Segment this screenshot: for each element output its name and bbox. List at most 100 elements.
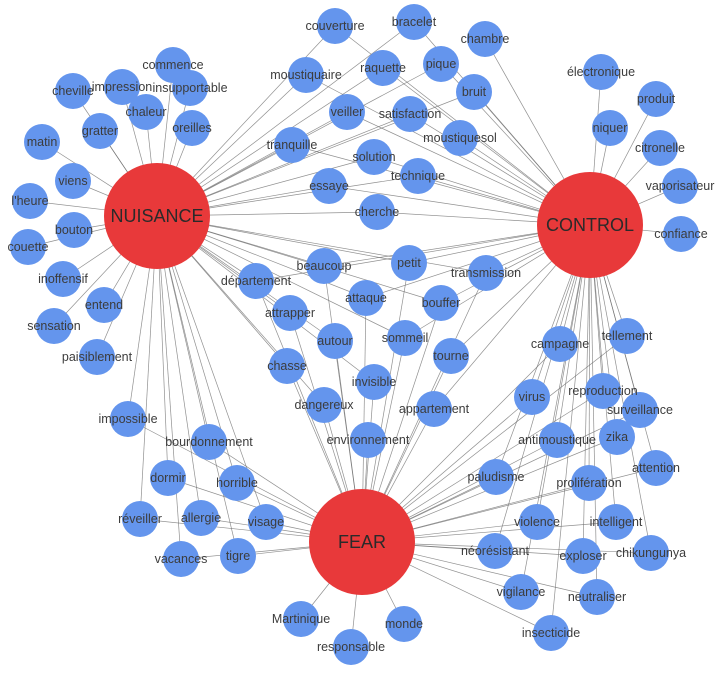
node-label-moustiquaire: moustiquaire [270,68,342,82]
node-niquer [592,110,628,146]
node-impossible [110,401,146,437]
node-label-oreilles: oreilles [172,121,212,135]
node-label-neoresistant: néorésistant [461,544,530,558]
node-tigre [220,538,256,574]
node-cherche [359,194,395,230]
node-layer [10,4,699,665]
node-label-produit: produit [637,92,676,106]
node-essaye [311,168,347,204]
node-label-raquette: raquette [360,61,406,75]
node-environnement [350,422,386,458]
node-label-dangereux: dangereux [294,398,354,412]
node-label-couverture: couverture [305,19,364,33]
node-dormir [150,460,186,496]
hub-label-nuisance: NUISANCE [110,206,203,226]
node-reveiller [122,501,158,537]
node-neoresistant [477,533,513,569]
node-tranquille [274,127,310,163]
node-couette [10,229,46,265]
node-label-appartement: appartement [399,402,470,416]
node-label-tigre: tigre [226,549,250,563]
node-raquette [365,50,401,86]
node-label-visage: visage [248,515,284,529]
node-tellement [609,318,645,354]
node-label-moustiquesol: moustiquesol [423,131,497,145]
hub-node-fear [309,489,415,595]
node-petit [391,245,427,281]
node-bourdonnement [191,424,227,460]
node-label-cherche: cherche [355,205,400,219]
node-reproduction [585,373,621,409]
node-label-tellement: tellement [602,329,653,343]
node-label-confiance: confiance [654,227,708,241]
node-bruit [456,74,492,110]
node-label-dormir: dormir [150,471,185,485]
node-label-technique: technique [391,169,445,183]
node-chaleur [128,94,164,130]
node-label-bracelet: bracelet [392,15,437,29]
node-horrible [219,465,255,501]
node-violence [519,504,555,540]
node-label-attention: attention [632,461,680,475]
node-label-vigilance: vigilance [497,585,546,599]
node-impression [104,69,140,105]
node-departement [238,263,274,299]
node-attention [638,450,674,486]
node-label-virus: virus [519,390,545,404]
node-label-monde: monde [385,617,423,631]
node-paisiblement [79,339,115,375]
node-veiller [329,94,365,130]
node-label-beaucoup: beaucoup [297,259,352,273]
edge-control-neutraliser [589,224,598,598]
node-chikungunya [633,535,669,571]
node-label-sensation: sensation [27,319,81,333]
node-lheure [12,183,48,219]
node-attaque [348,280,384,316]
node-entend [86,287,122,323]
node-inoffensif [45,261,81,297]
node-label-neutraliser: neutraliser [568,590,626,604]
node-bouton [56,212,92,248]
node-confiance [663,216,699,252]
node-neutraliser [579,579,615,615]
node-label-chasse: chasse [267,359,307,373]
node-technique [400,158,436,194]
node-exploser [565,538,601,574]
hub-label-fear: FEAR [338,532,386,552]
node-citronelle [642,130,678,166]
node-label-invisible: invisible [352,375,397,389]
node-label-departement: département [221,274,292,288]
node-label-impossible: impossible [98,412,157,426]
node-label-chaleur: chaleur [126,105,167,119]
node-viens [55,163,91,199]
node-label-autour: autour [317,334,352,348]
node-zika [599,419,635,455]
node-label-gratter: gratter [82,124,118,138]
node-cheville [55,73,91,109]
node-electronique [583,54,619,90]
node-tourne [433,338,469,374]
node-label-matin: matin [27,135,58,149]
node-label-bouton: bouton [55,223,93,237]
node-label-essaye: essaye [309,179,349,193]
node-insecticide [533,615,569,651]
node-label-proliferation: prolifération [556,476,621,490]
node-satisfaction [392,96,428,132]
node-chasse [269,348,305,384]
node-vigilance [503,574,539,610]
node-label-reproduction: reproduction [568,384,638,398]
node-antimoustique [539,422,575,458]
node-campagne [542,326,578,362]
node-dangereux [306,387,342,423]
node-label-antimoustique: antimoustique [518,433,596,447]
node-transmission [468,255,504,291]
node-label-sommeil: sommeil [382,331,429,345]
node-monde [386,606,422,642]
node-label-attaque: attaque [345,291,387,305]
node-label-chambre: chambre [461,32,510,46]
node-sommeil [387,320,423,356]
hub-node-control [537,172,643,278]
node-insupportable [172,70,208,106]
